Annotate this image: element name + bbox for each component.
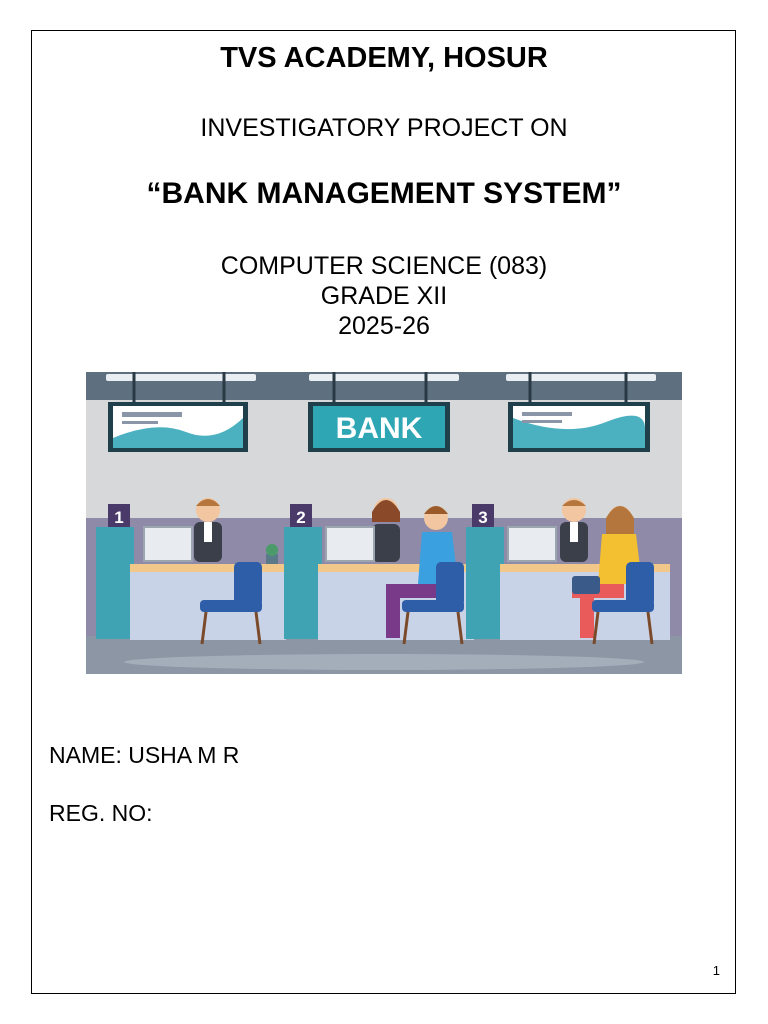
student-name: NAME: USHA M R — [49, 742, 240, 768]
teller-2 — [372, 498, 400, 562]
counter-number: 3 — [478, 508, 487, 527]
ceiling-light — [106, 374, 256, 381]
teller-3 — [560, 498, 588, 562]
grade-line: GRADE XII — [320, 282, 448, 310]
floor-shadow — [124, 654, 644, 670]
school-name: TVS ACADEMY, HOSUR — [220, 42, 548, 74]
bank-sign-text: BANK — [336, 412, 423, 445]
counter-plate-3: 3 — [472, 504, 494, 528]
counter-number: 1 — [114, 508, 123, 527]
plant — [266, 544, 278, 564]
project-title: “BANK MANAGEMENT SYSTEM” — [146, 177, 622, 210]
teller-1 — [194, 498, 222, 562]
monitor — [507, 526, 557, 562]
counter-number: 2 — [296, 508, 305, 527]
registration-number: REG. NO: — [49, 800, 153, 826]
year-line: 2025-26 — [338, 312, 430, 340]
right-screen — [508, 372, 650, 452]
counter-plate-2: 2 — [290, 504, 312, 528]
page-number: 1 — [712, 963, 720, 978]
counter-plate-1: 1 — [108, 504, 130, 528]
monitor — [143, 526, 193, 562]
subject-line: COMPUTER SCIENCE (083) — [220, 252, 548, 280]
ceiling-light — [506, 374, 656, 381]
ceiling-light — [309, 374, 459, 381]
bank-sign: BANK — [308, 372, 450, 452]
project-subtitle: INVESTIGATORY PROJECT ON — [200, 114, 568, 142]
left-screen — [108, 372, 248, 452]
customer-3 — [572, 506, 642, 638]
chair-1 — [200, 562, 262, 645]
bank-illustration: BANK 1 2 3 — [86, 372, 682, 674]
chair-3 — [592, 562, 654, 645]
page-border — [31, 30, 736, 994]
monitor — [325, 526, 375, 562]
chair-2 — [402, 562, 464, 645]
